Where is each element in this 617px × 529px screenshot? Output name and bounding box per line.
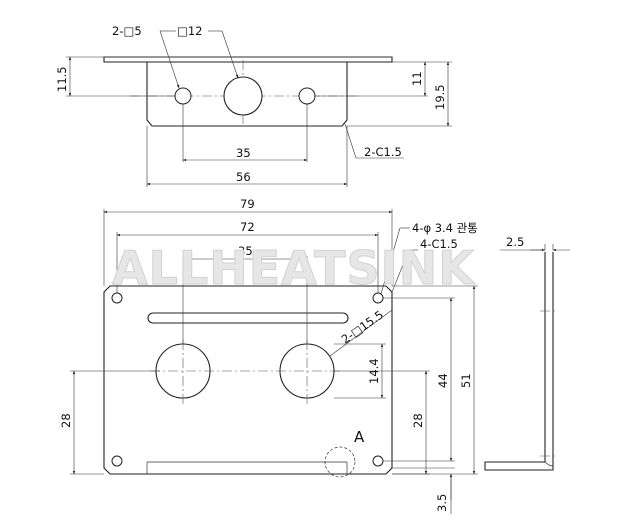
- front-hole-bottom-right: [372, 455, 384, 467]
- front-dim-hole-span: 72: [240, 220, 255, 234]
- front-chamfer-callout: 4-C1.5: [420, 237, 458, 251]
- front-dim-overall: 79: [240, 197, 255, 211]
- top-center-hole: [223, 76, 263, 116]
- top-dim-spacing: 35: [236, 146, 251, 160]
- front-dim-bottom-offset: 3.5: [435, 494, 449, 512]
- front-hole-callout: 4-φ 3.4 관통: [412, 221, 478, 235]
- side-dim-thickness: 2.5: [506, 235, 524, 249]
- side-view: [484, 244, 570, 471]
- top-view: [66, 30, 452, 187]
- watermark: ALLHEATSINK: [112, 241, 476, 295]
- front-dim-right-height: 28: [411, 413, 425, 428]
- front-hole-bottom-left: [111, 455, 123, 467]
- view-a-label: A: [354, 428, 365, 446]
- front-dim-left-height: 28: [59, 413, 73, 428]
- front-dim-big-spacing: 35: [238, 244, 253, 258]
- top-body-outline: [146, 62, 348, 127]
- top-dim-right-inner: 11: [410, 71, 424, 86]
- front-dim-big-hole-vertical: 14.4: [367, 358, 381, 384]
- top-chamfer-label: 2-C1.5: [364, 145, 402, 159]
- top-hole-label: 2-□5: [112, 24, 142, 38]
- top-dim-width: 56: [236, 170, 251, 184]
- top-dim-left-height: 11.5: [55, 66, 69, 92]
- top-flange-outline: [103, 56, 393, 63]
- front-slot: [147, 312, 349, 324]
- top-dim-right-outer: 19.5: [433, 84, 447, 110]
- front-plate-outline: [103, 285, 393, 475]
- side-bracket-outline: [484, 252, 554, 471]
- top-center-hole-label: □12: [177, 24, 203, 38]
- front-dim-hole-vspan: 44: [436, 373, 450, 388]
- front-view: [70, 209, 478, 514]
- top-small-hole-left: [174, 87, 192, 105]
- view-a-marker: [324, 446, 356, 478]
- front-dim-overall-height: 51: [459, 373, 473, 388]
- top-small-hole-right: [298, 87, 316, 105]
